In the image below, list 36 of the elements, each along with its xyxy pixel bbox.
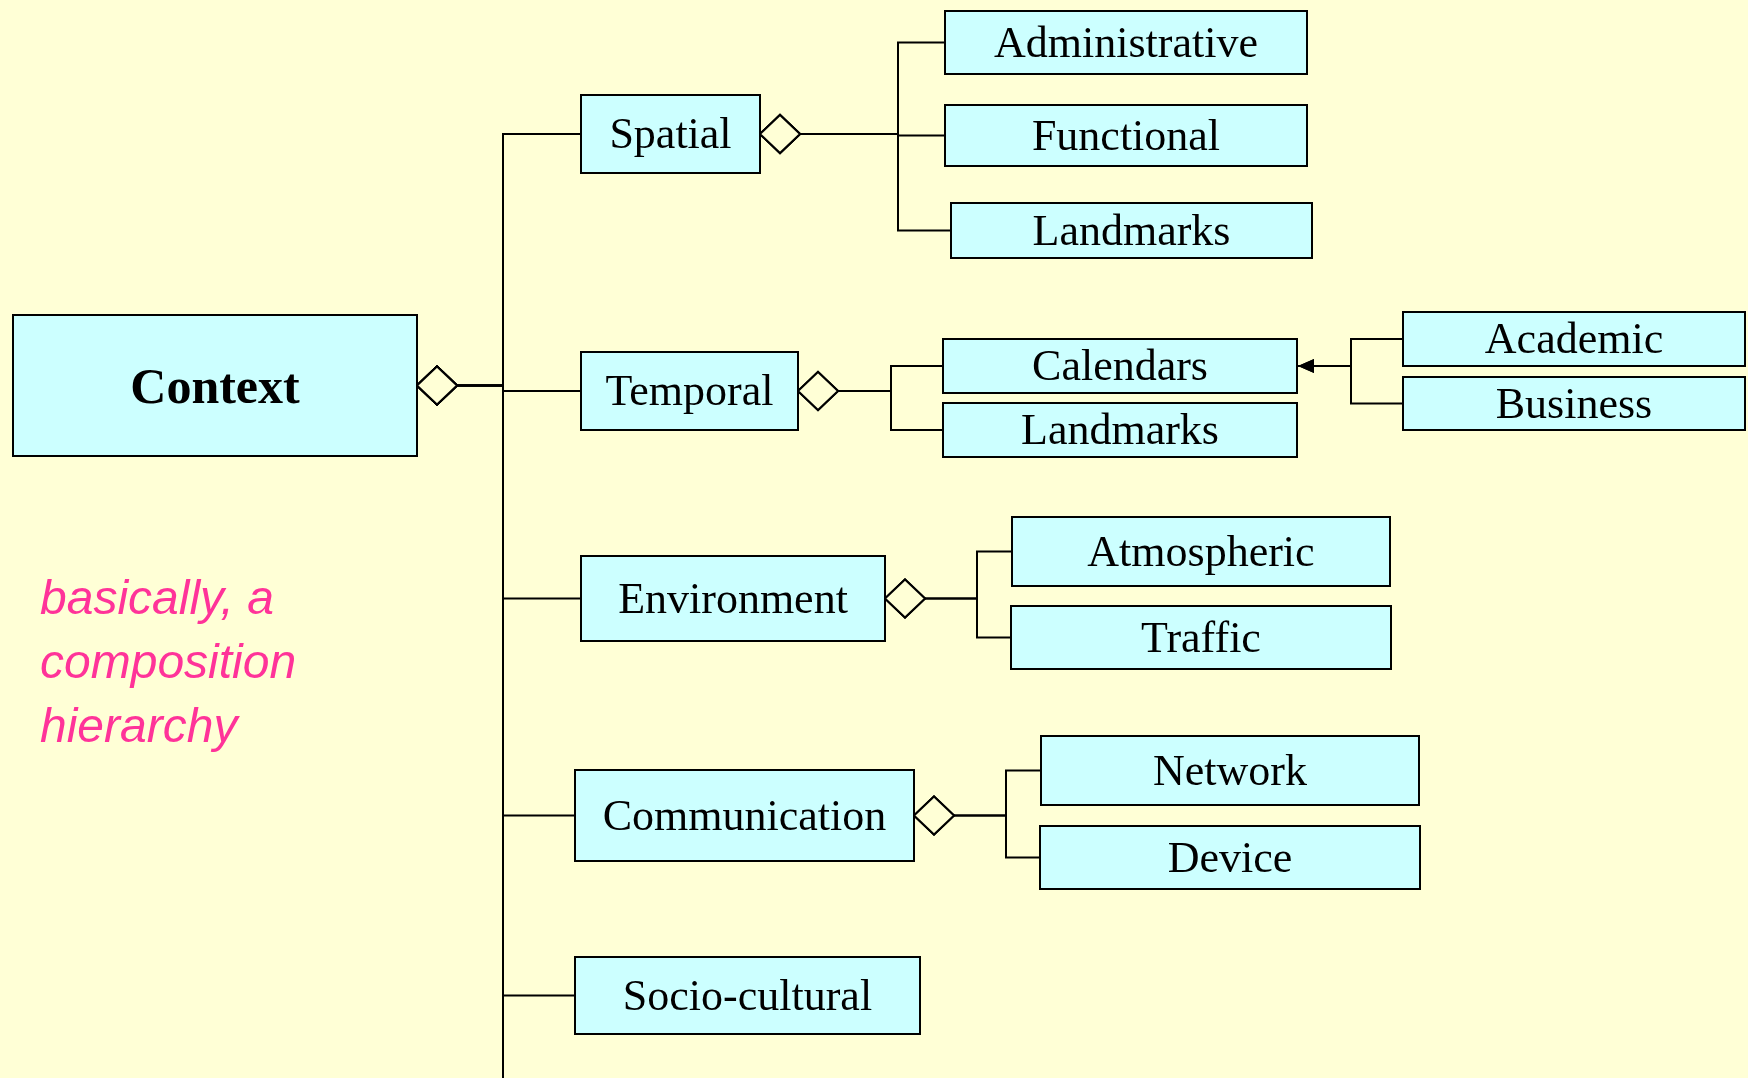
class-name: Network [1153, 748, 1307, 793]
class-box [944, 104, 1308, 167]
class-name: Landmarks [1021, 408, 1219, 452]
class-box [580, 94, 761, 174]
class-name: Academic [1484, 317, 1664, 361]
class-box [942, 402, 1298, 458]
class-box [1402, 311, 1746, 367]
class-box [580, 555, 886, 642]
class-box [1011, 516, 1391, 587]
connector-line [1297, 359, 1403, 405]
class-box [574, 769, 915, 862]
class-name: Environment [618, 576, 848, 621]
class-box [1040, 735, 1420, 806]
class-box [944, 10, 1308, 75]
class-name: Spatial [609, 112, 732, 156]
class-name: Calendars [1032, 344, 1208, 388]
class-name: Temporal [605, 369, 774, 413]
class-box [580, 351, 799, 431]
class-name: Context [130, 360, 300, 411]
class-box [574, 956, 921, 1035]
class-name: Traffic [1141, 615, 1261, 660]
annotation-note: basically, a composition hierarchy [40, 570, 298, 754]
class-name: Atmospheric [1087, 529, 1315, 574]
class-name: Communication [602, 793, 887, 838]
class-box [1010, 605, 1392, 670]
class-name: Administrative [994, 20, 1258, 65]
class-box [1039, 825, 1421, 890]
class-name: Business [1495, 381, 1653, 426]
class-box [950, 202, 1313, 259]
class-name: Device [1167, 835, 1293, 880]
class-name: Functional [1031, 113, 1221, 158]
class-box [12, 314, 418, 457]
class-box [1402, 376, 1746, 431]
class-box [942, 338, 1298, 394]
class-name: Socio-cultural [622, 973, 873, 1018]
class-name: Landmarks [1032, 208, 1231, 253]
